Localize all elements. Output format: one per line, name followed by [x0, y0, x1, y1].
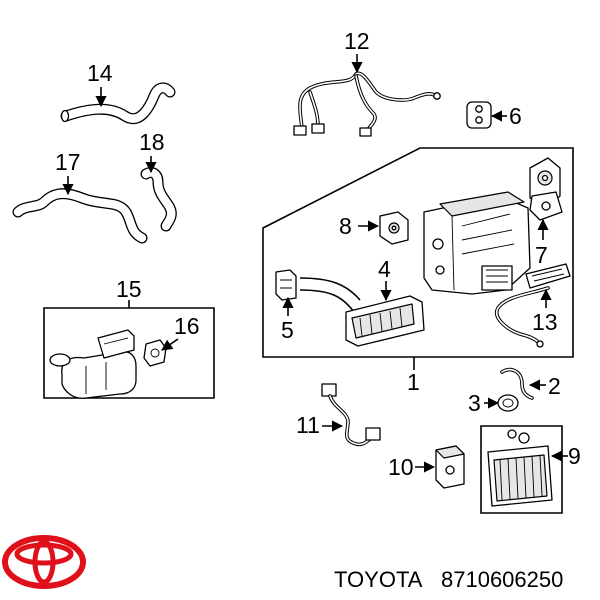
callout-18: 18	[139, 129, 165, 155]
heater-unit-group-frame	[262, 147, 574, 358]
callout-8: 8	[339, 213, 352, 239]
heater-core-4[interactable]	[299, 277, 425, 347]
callout-11: 11	[296, 412, 320, 438]
brand-name: TOYOTA	[334, 567, 423, 592]
callout-2: 2	[548, 373, 561, 399]
grommet-3[interactable]	[497, 394, 519, 412]
servo-motor-7[interactable]	[529, 157, 563, 221]
callout-9: 9	[568, 443, 581, 469]
water-valve-group-frame	[43, 307, 215, 399]
toyota-logo	[2, 535, 86, 589]
wire-11[interactable]	[321, 383, 381, 447]
grommet-6[interactable]	[466, 101, 492, 129]
expansion-valve-10[interactable]	[435, 445, 465, 489]
evaporator-9[interactable]	[487, 429, 553, 507]
drain-hose-2[interactable]	[500, 367, 534, 400]
water-valve-15[interactable]	[49, 329, 137, 399]
heater-hose-18[interactable]	[140, 166, 177, 232]
callout-3: 3	[468, 390, 481, 416]
bracket-5[interactable]	[275, 269, 297, 301]
heater-hose-14[interactable]	[60, 82, 176, 124]
callout-13: 13	[532, 309, 558, 335]
callout-16: 16	[174, 313, 200, 339]
callout-5: 5	[281, 317, 294, 343]
callout-14: 14	[87, 60, 113, 86]
valve-clip-16[interactable]	[143, 339, 167, 367]
part-number: 8710606250	[441, 567, 563, 592]
air-filter-13[interactable]	[494, 263, 571, 348]
arrow-16	[161, 338, 179, 351]
heater-hose-17[interactable]	[12, 188, 148, 244]
callout-10: 10	[388, 454, 414, 480]
callout-17: 17	[55, 149, 81, 175]
evaporator-group-frame	[480, 425, 563, 514]
heater-unit-housing[interactable]	[423, 191, 531, 295]
callout-1: 1	[407, 369, 420, 395]
servo-motor-8[interactable]	[379, 211, 409, 245]
wire-harness-12[interactable]	[293, 71, 441, 137]
callout-7: 7	[535, 242, 548, 268]
callout-6: 6	[509, 103, 522, 129]
callout-12: 12	[344, 28, 370, 54]
callout-4: 4	[378, 256, 391, 282]
callout-15: 15	[116, 276, 142, 302]
